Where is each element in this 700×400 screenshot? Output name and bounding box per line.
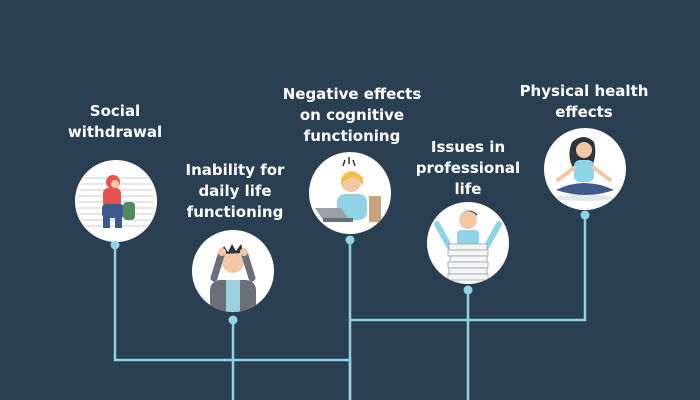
connector-node-professional bbox=[463, 285, 473, 295]
label-physical-health: Physical health effects bbox=[519, 82, 649, 121]
connector-physical bbox=[350, 215, 587, 322]
stressed-man-icon bbox=[192, 230, 274, 312]
label-daily-life: Inability for daily life functioning bbox=[185, 161, 285, 221]
person-sitting-sad-icon bbox=[75, 160, 157, 242]
label-social-withdrawal: Social withdrawal bbox=[67, 102, 163, 141]
label-professional: Issues in professional life bbox=[415, 138, 521, 198]
label-cognitive: Negative effects on cognitive functionin… bbox=[282, 85, 422, 145]
connector-node-social bbox=[110, 240, 120, 250]
woman-at-laptop-icon bbox=[309, 152, 391, 234]
connector-node-physical bbox=[580, 210, 590, 220]
connector-node-cognitive bbox=[345, 235, 355, 245]
man-with-paper-stack-icon bbox=[427, 202, 509, 284]
connector-node-daily bbox=[228, 315, 238, 325]
meditating-woman-icon bbox=[544, 128, 626, 210]
